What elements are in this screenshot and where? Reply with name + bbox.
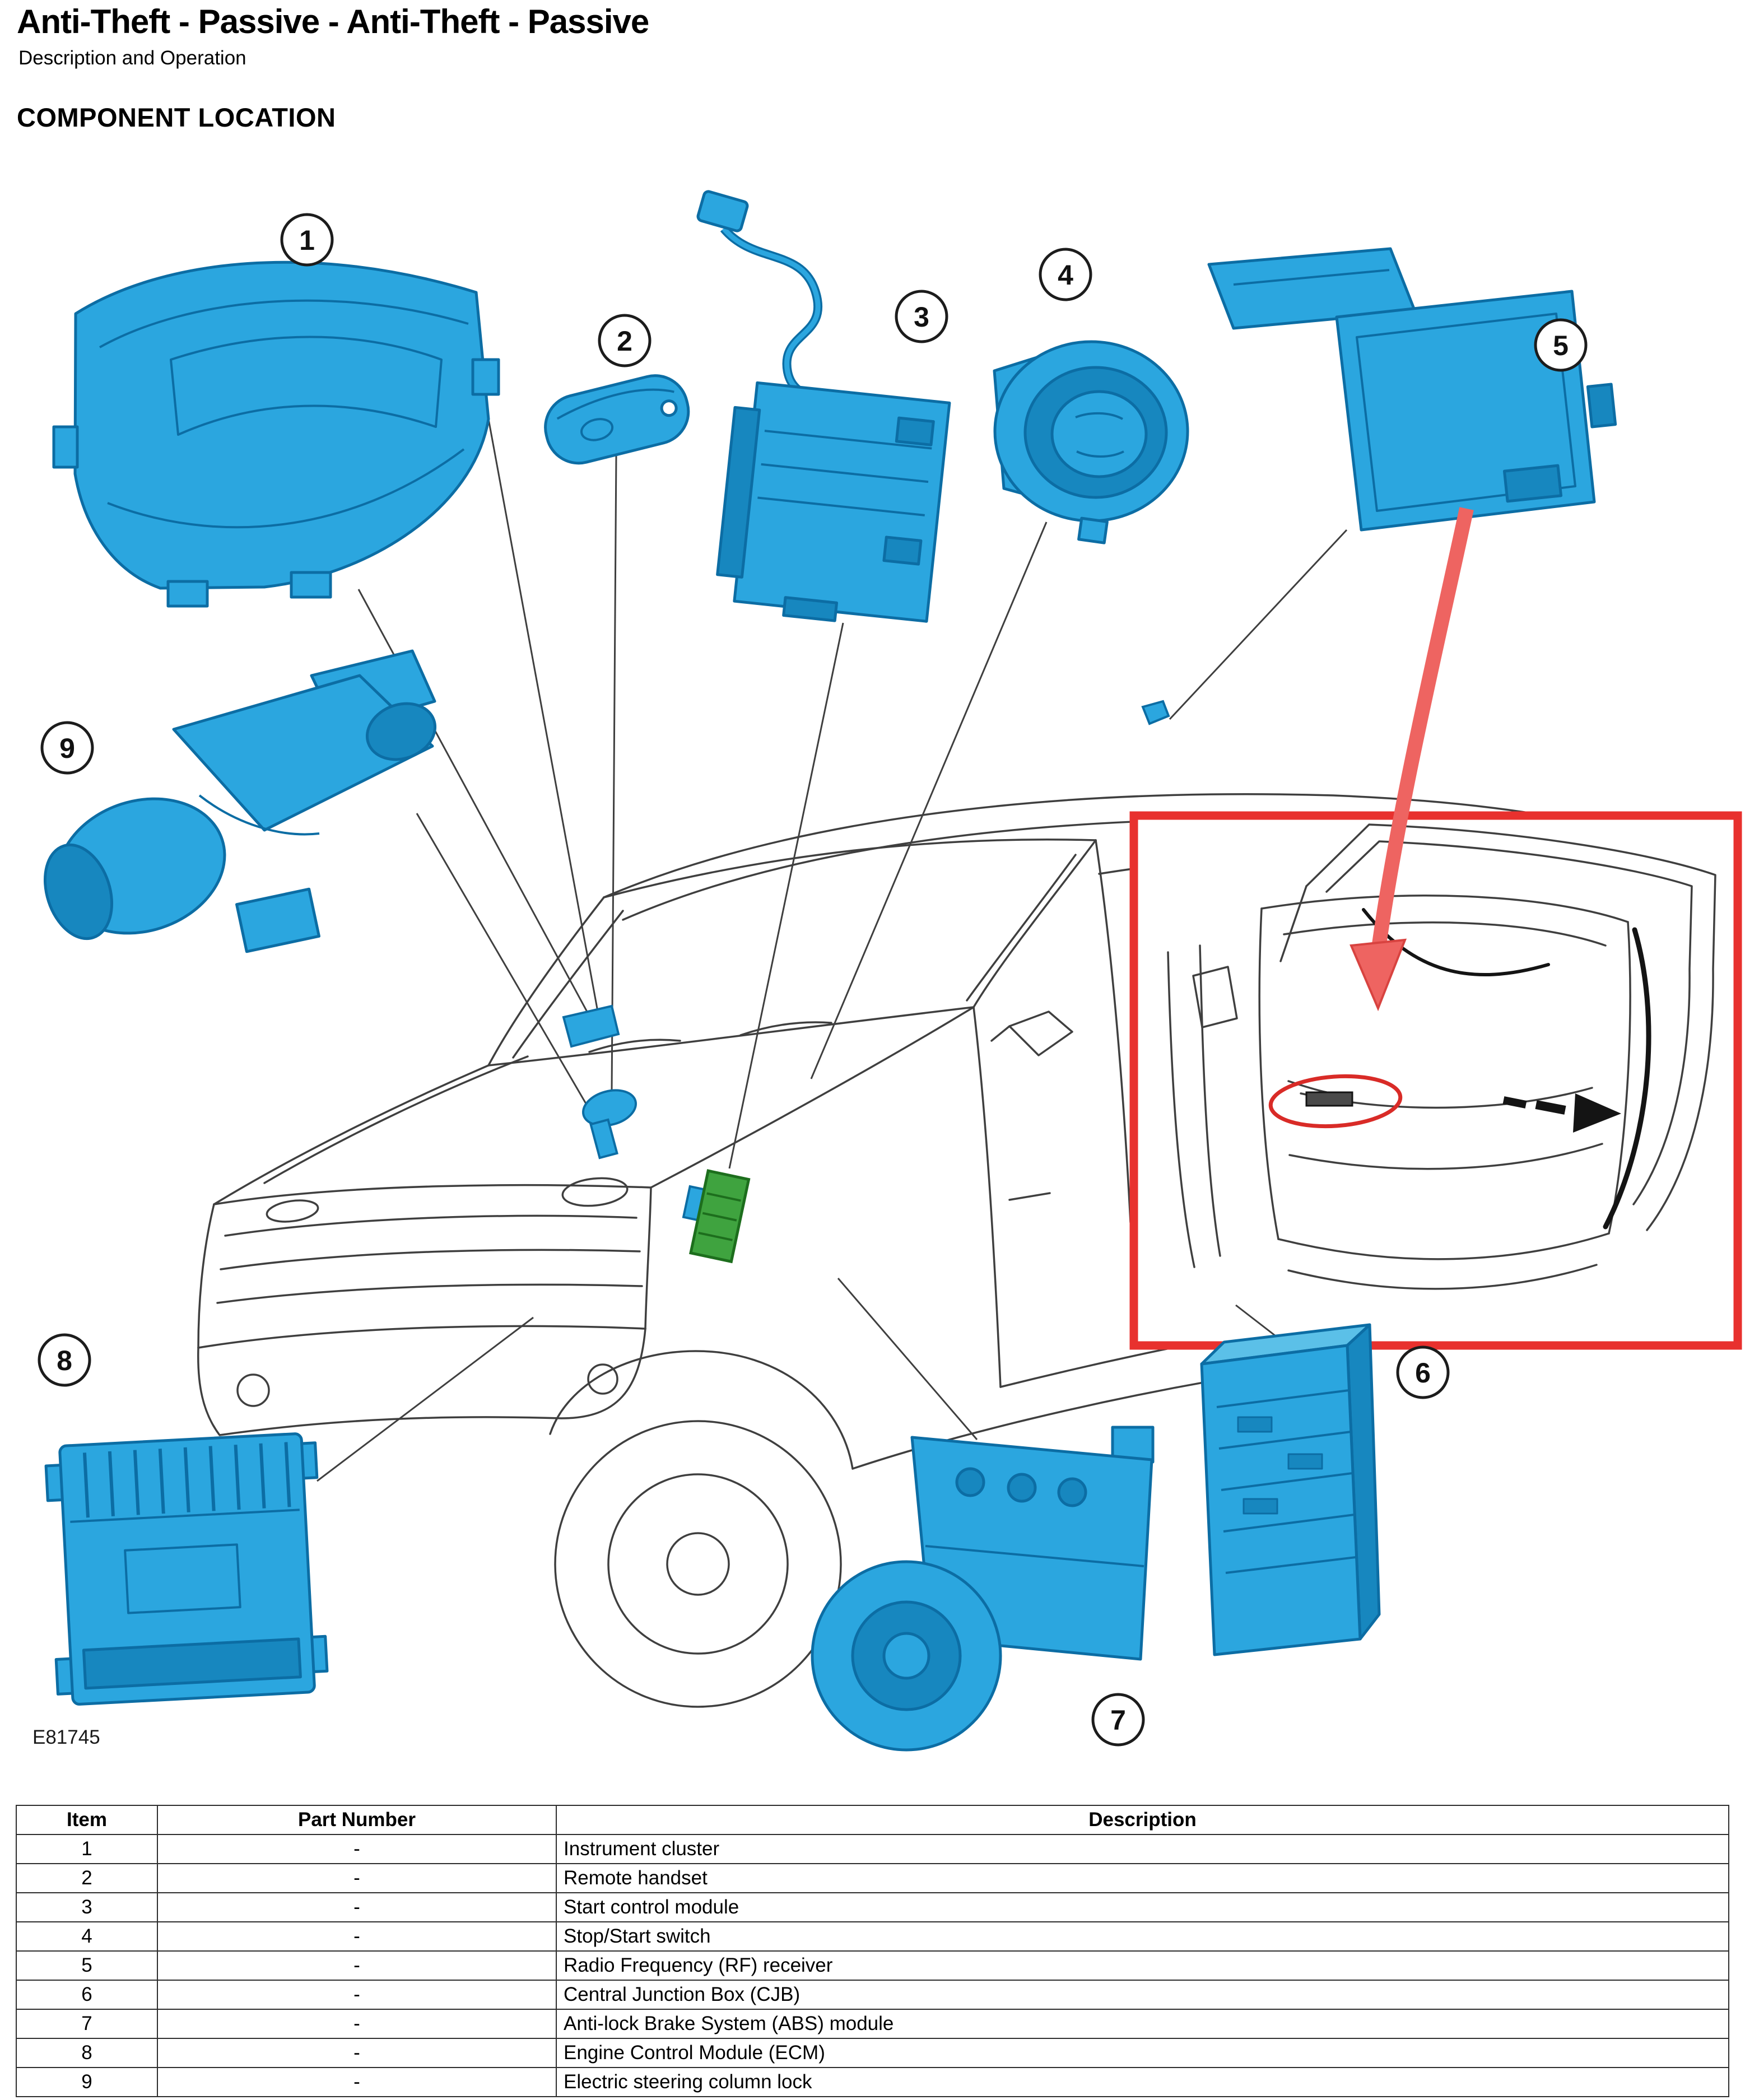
component-abs-module [811, 1426, 1155, 1752]
item-cell: 8 [16, 2038, 158, 2068]
description-cell: Instrument cluster [556, 1834, 1729, 1864]
component-cjb [1200, 1323, 1381, 1656]
description-cell: Anti-lock Brake System (ABS) module [556, 2009, 1729, 2039]
figure-code: E81745 [32, 1726, 100, 1748]
page-subtitle: Description and Operation [18, 47, 246, 69]
callout-7: 7 [1091, 1693, 1145, 1747]
callout-9: 9 [40, 721, 94, 775]
description-cell: Radio Frequency (RF) receiver [556, 1950, 1729, 1981]
component-rf-receiver [1207, 247, 1617, 532]
red-circle-highlight [1268, 1074, 1403, 1129]
description-cell: Stop/Start switch [556, 1921, 1729, 1952]
svg-text:7: 7 [1110, 1705, 1126, 1736]
part-number-cell: - [157, 1950, 557, 1981]
part-number-cell: - [157, 2009, 557, 2039]
red-highlight-box [1129, 811, 1742, 1350]
component-steering-column-lock [43, 649, 437, 953]
table-row: 8 - Engine Control Module (ECM) [16, 2038, 1729, 2068]
table-row: 2 - Remote handset [16, 1863, 1729, 1893]
svg-text:4: 4 [1058, 259, 1073, 291]
svg-text:8: 8 [57, 1345, 72, 1376]
description-cell: Engine Control Module (ECM) [556, 2038, 1729, 2068]
svg-text:3: 3 [914, 301, 929, 333]
callout-4: 4 [1039, 248, 1092, 301]
callout-2: 2 [598, 314, 652, 367]
rear-inset [1129, 811, 1742, 1350]
item-cell: 4 [16, 1921, 158, 1952]
roof-antenna [1141, 700, 1170, 725]
section-heading: COMPONENT LOCATION [17, 103, 336, 132]
part-number-cell: - [157, 1921, 557, 1952]
description-cell: Central Junction Box (CJB) [556, 1980, 1729, 2010]
svg-text:1: 1 [299, 225, 315, 256]
description-cell: Electric steering column lock [556, 2067, 1729, 2097]
component-remote-handset [544, 374, 690, 465]
item-cell: 3 [16, 1892, 158, 1922]
component-immobilizer-green [682, 1169, 751, 1264]
item-cell: 2 [16, 1863, 158, 1893]
direction-arrow-icon [1502, 1093, 1621, 1133]
table-row: 5 - Radio Frequency (RF) receiver [16, 1950, 1729, 1981]
callout-1: 1 [280, 213, 334, 267]
part-number-cell: - [157, 1892, 557, 1922]
description-cell: Remote handset [556, 1863, 1729, 1893]
header-description: Description [556, 1805, 1729, 1835]
svg-text:5: 5 [1553, 330, 1569, 361]
table-row: 6 - Central Junction Box (CJB) [16, 1980, 1729, 2010]
component-start-control-module [696, 190, 951, 623]
part-number-cell: - [157, 2067, 557, 2097]
callouts: 1 2 3 4 5 6 7 [38, 213, 1588, 1747]
item-cell: 6 [16, 1980, 158, 2010]
svg-text:6: 6 [1415, 1357, 1431, 1389]
component-instrument-cluster [52, 260, 500, 608]
table-row: 9 - Electric steering column lock [16, 2067, 1729, 2097]
component-stop-start-switch [993, 340, 1189, 544]
header-item: Item [16, 1805, 158, 1835]
table-header-row: Item Part Number Description [16, 1805, 1729, 1835]
table-row: 4 - Stop/Start switch [16, 1921, 1729, 1952]
part-number-cell: - [157, 1834, 557, 1864]
description-cell: Start control module [556, 1892, 1729, 1922]
svg-text:9: 9 [59, 733, 75, 764]
svg-text:2: 2 [617, 325, 632, 357]
part-number-cell: - [157, 1980, 557, 2010]
callout-3: 3 [895, 290, 948, 343]
component-ecm [44, 1432, 329, 1706]
callout-5: 5 [1534, 318, 1588, 372]
part-number-cell: - [157, 2038, 557, 2068]
red-arrow [1350, 507, 1474, 1012]
component-in-situ-parts [562, 700, 1170, 1160]
tailgate-latch [1305, 1091, 1353, 1107]
item-cell: 9 [16, 2067, 158, 2097]
header-part-number: Part Number [157, 1805, 557, 1835]
item-cell: 5 [16, 1950, 158, 1981]
table-row: 1 - Instrument cluster [16, 1834, 1729, 1864]
part-number-cell: - [157, 1863, 557, 1893]
item-cell: 7 [16, 2009, 158, 2039]
callout-8: 8 [38, 1333, 91, 1387]
page-title: Anti-Theft - Passive - Anti-Theft - Pass… [17, 3, 649, 40]
callout-6: 6 [1396, 1345, 1450, 1399]
item-cell: 1 [16, 1834, 158, 1864]
table-row: 3 - Start control module [16, 1892, 1729, 1922]
table-row: 7 - Anti-lock Brake System (ABS) module [16, 2009, 1729, 2039]
parts-table: Item Part Number Description 1 - Instrum… [16, 1805, 1729, 2097]
